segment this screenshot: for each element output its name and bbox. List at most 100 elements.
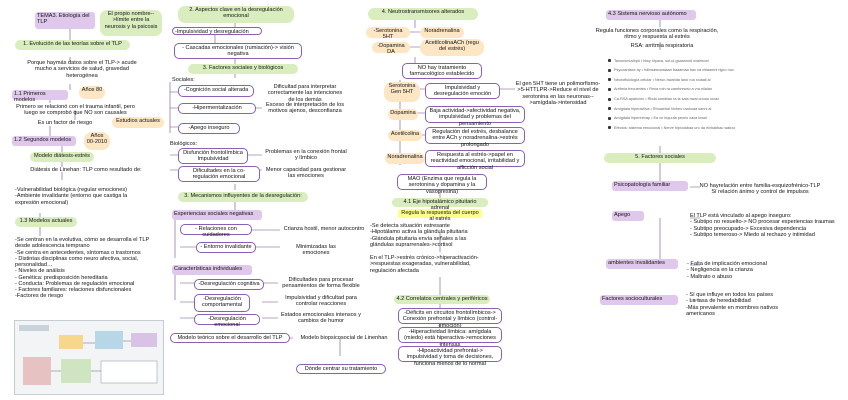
desc-line: - Sí que influye en todos los países: [686, 292, 774, 298]
thumb-block: [100, 360, 158, 384]
family-psychopathology: Psicopatología familiar: [612, 181, 688, 191]
nt-row-name: Dopamina: [388, 109, 418, 120]
thumb-arrows: [51, 340, 131, 372]
list-item: -Se centran en la evolutiva, cómo se des…: [15, 237, 150, 250]
family-psychopathology-desc: NO hayrelación entre familia-esquizofrén…: [690, 182, 830, 200]
nt-row-desc: Respuesta al estrés->papel en reactivida…: [425, 150, 525, 171]
desc-line: - Falta de implicación emocional: [687, 261, 767, 267]
social-item: -Apego inseguro: [178, 123, 240, 134]
no-treatment-note: NO hay tratamiento farmacológico estable…: [402, 63, 482, 79]
bullet-icon: [608, 116, 611, 120]
table-row: Neurofisiología celular • Nerun-hwahda l…: [608, 75, 796, 85]
list-item: -Ambiente invalidante (entorno que casti…: [15, 193, 128, 206]
section-1-1-year: Años 80: [79, 86, 105, 99]
model-theoretical: Modelo teórico sobre el desarrollo del T…: [170, 333, 290, 343]
nt-row-desc: Impulsividad y desregulación emoción: [425, 83, 500, 99]
section-4-1-sub: Regula la respuesta del cuerpo al estrés: [398, 209, 482, 222]
neurotransmitter: -Dopamina DA: [372, 42, 410, 55]
list-item: -Hipotálamo activa la glándula pituitari…: [370, 229, 468, 236]
desc-line: -Más prevalente en mombres nativos ameri…: [686, 304, 779, 317]
section-4-3-text: Regula funciones corporales como la resp…: [595, 28, 719, 41]
bullet-icon: [608, 88, 611, 92]
table-row: Efectos: sistema emocional • Nerve hlpxo…: [608, 123, 796, 133]
table-row: Amígdala hiperactiva • Rhoawhal hloheo r…: [608, 104, 796, 114]
section-2-item: - Cascadas emocionales (rumiación)-> vis…: [174, 43, 302, 59]
attachment-desc: El TLP está vinculado al apego inseguro:…: [688, 212, 838, 242]
nt-row-name: Serotonina Gen 5HT: [384, 82, 420, 102]
diathesis-note: Diátesis de Linehan: TLP como resultado …: [30, 167, 142, 173]
sociocultural-factors-desc: - Sí que influye en todos los países - L…: [684, 291, 784, 319]
table-cell: Efectos: sistema emocional • Nerve hlpxo…: [614, 125, 736, 130]
table-row: Arritmia frecuentes • Rexa roin ra cambr…: [608, 85, 796, 95]
social-item-desc: Exceso de interpretación de los motivos …: [265, 102, 345, 115]
invalidating-environments-desc: - Falta de implicación emocional - Negli…: [685, 260, 795, 282]
bullet-icon: [608, 97, 611, 101]
section-2-item: -Impulsividad y desregulación: [172, 27, 262, 35]
trait-item-desc: Impulsividad y dificultad para controlar…: [285, 295, 357, 308]
topic-title-note: El propio nombre-->límite entre la neuro…: [100, 10, 162, 36]
trait-item: -Desregulación emocional: [194, 314, 260, 328]
topic-title: TEMA3. Etiología del TLP: [35, 12, 95, 29]
gene-note: El gen 5HT tiene un polimorfismo->5-HTTL…: [515, 81, 601, 106]
table-cell: Amígdala hiperextrap • Ea ce inquuta pem…: [614, 116, 707, 121]
model-diagram-image: [14, 320, 164, 395]
section-1-1-text: Primero se relacionó con el trauma infan…: [16, 104, 135, 117]
section-4-2-item: -Hiperactividad límbica: amígdala (miedo…: [398, 327, 502, 348]
list-item: - Distintas disciplinas como neuro afect…: [15, 255, 139, 268]
section-1-2-heading: 1.2 Segundos modelos: [12, 136, 76, 146]
section-3-heading: 3. Factores sociales y biológicos: [188, 64, 298, 74]
table-cell: Taxonomía/bpti • hlwy hlpaxa, sol-ul-gxa…: [614, 58, 709, 63]
individual-traits-heading: Características individuales: [172, 265, 252, 275]
model-biopsychosocial: Modelo biopsicosocial de Linenhan: [300, 335, 388, 341]
list-item: -Factores de riesgo: [15, 293, 64, 300]
bio-item: Disfunción frontolímbica Impulsividad: [178, 148, 248, 164]
table-cell: Psycoantaxx ay • hdhwawcwalaan baaamaa b…: [614, 68, 734, 73]
nt-row-desc: Regulación del estrés, desbalance entre …: [425, 127, 525, 148]
section-4-2-item: -Hipoactividad prefrontal-> impulsividad…: [398, 346, 502, 367]
invalidating-environments: ambientes invalidantes: [606, 259, 678, 269]
trait-item-desc: Dificultades para procesar pensamientos …: [282, 277, 360, 290]
trait-item: -Desregulación comportamental: [194, 294, 250, 312]
desc-line: - Maltrato o abuso: [687, 273, 733, 280]
bullet-icon: [608, 107, 611, 111]
section-1-text: Porque haymás datos sobre el TLP-> acude…: [27, 60, 137, 79]
table-cell: Amígdala hiperactiva • Rhoawhal hloheo r…: [614, 106, 712, 111]
section-4-2-heading: 4.2 Correlatos centrales y periféricos: [394, 295, 490, 304]
bio-item-desc: Problemas en la conexión frontal y límbi…: [265, 149, 347, 162]
section-4-2-item: -Déficits en circuitos frontolímbicos-> …: [398, 308, 502, 329]
thumb-block: [19, 325, 49, 331]
section-3b-heading: 3. Mecanismos influyentes de la desregul…: [178, 192, 308, 202]
section-2-heading: 2. Aspectos clave en la desregulación em…: [178, 6, 294, 23]
section-1-3-heading: 1.3 Modelos actuales: [15, 217, 77, 227]
bio-item: Dificultades en la co-regulación emocion…: [178, 166, 260, 182]
diathesis-list: -Vulnerabilidad biológica (regular emoci…: [13, 186, 153, 210]
table-cell: Neurofisiología celular • Nerun-hwahda l…: [614, 77, 711, 82]
section-4-1-tlp: En el TLP->estrés crónico->hiperactivaci…: [370, 255, 479, 274]
section-1-1-heading: 1.1 Primeros modelos: [12, 90, 68, 103]
thumb-block: [23, 357, 51, 385]
bullet-icon: [608, 126, 611, 130]
neurotransmitter: Noradrenalina: [420, 27, 464, 38]
experience-item: - Entorno invalidante: [196, 242, 256, 253]
bullet-icon: [608, 78, 611, 82]
desc-line: - Negligencia en la crianza: [687, 267, 753, 274]
experience-item: - Relaciones con cuidadores: [180, 224, 252, 238]
section-4-1-list: -Se detecta situación estresante -Hipotá…: [368, 222, 488, 252]
social-item: -Hipermentalización: [178, 103, 256, 114]
list-item: - Genética: predisposición hereditaria: [15, 274, 108, 281]
list-item: - Niveles de análisis: [15, 268, 65, 275]
bio-item-desc: Menor capacidad para gestionar las emoci…: [265, 167, 347, 180]
section-4-1-heading: 4.1 Eje hipotalámico pituitario adrenal: [392, 198, 488, 211]
list-item: -Se detecta situación estresante: [370, 223, 450, 229]
thumb-block: [59, 335, 83, 349]
section-1-1-side: Estudios actuales: [112, 117, 164, 128]
desc-line: - Subtipo temeroso-> Miedo al rechazo y …: [690, 231, 815, 238]
section-1-2-year: Años 00-2010: [84, 132, 110, 150]
rsa-note: RSA: arritmia respiratoria: [630, 43, 694, 49]
thumb-block: [131, 333, 157, 347]
list-item: -Glándula pituitaria envía señales a las…: [370, 235, 467, 248]
section-4-heading: 4. Neutrostransmisores alterados: [368, 8, 478, 20]
nt-row-desc: Baja actividad->afectividad negativa, im…: [425, 106, 525, 127]
table-row: Psycoantaxx ay • hdhwawcwalaan baaamaa b…: [608, 66, 796, 76]
table-row: Ca-RSA aparición • Rbda cambian ra la sa…: [608, 94, 796, 104]
